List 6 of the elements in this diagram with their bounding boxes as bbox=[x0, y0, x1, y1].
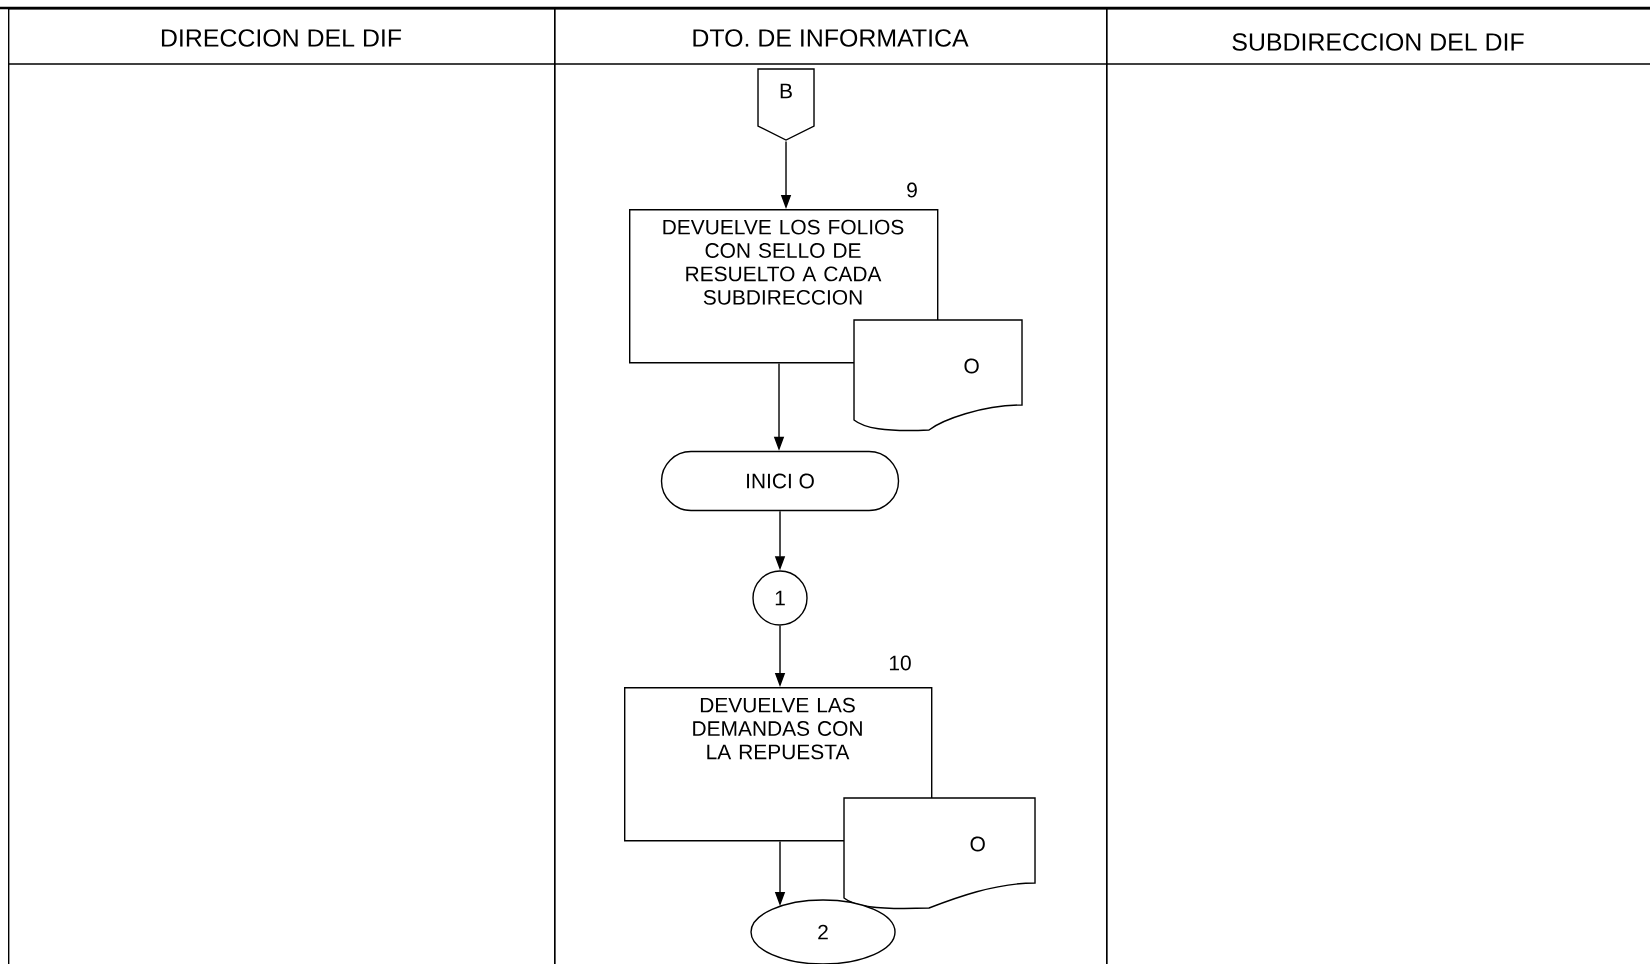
swimlane: SUBDIRECCION DEL DIF bbox=[1106, 8, 1650, 964]
step-number: 10 bbox=[889, 655, 911, 671]
swimlane: DIRECCION DEL DIF bbox=[8, 8, 556, 964]
node-label: 2 bbox=[818, 924, 828, 940]
step-number: 9 bbox=[907, 182, 917, 198]
off-page-connector: B bbox=[757, 68, 815, 141]
